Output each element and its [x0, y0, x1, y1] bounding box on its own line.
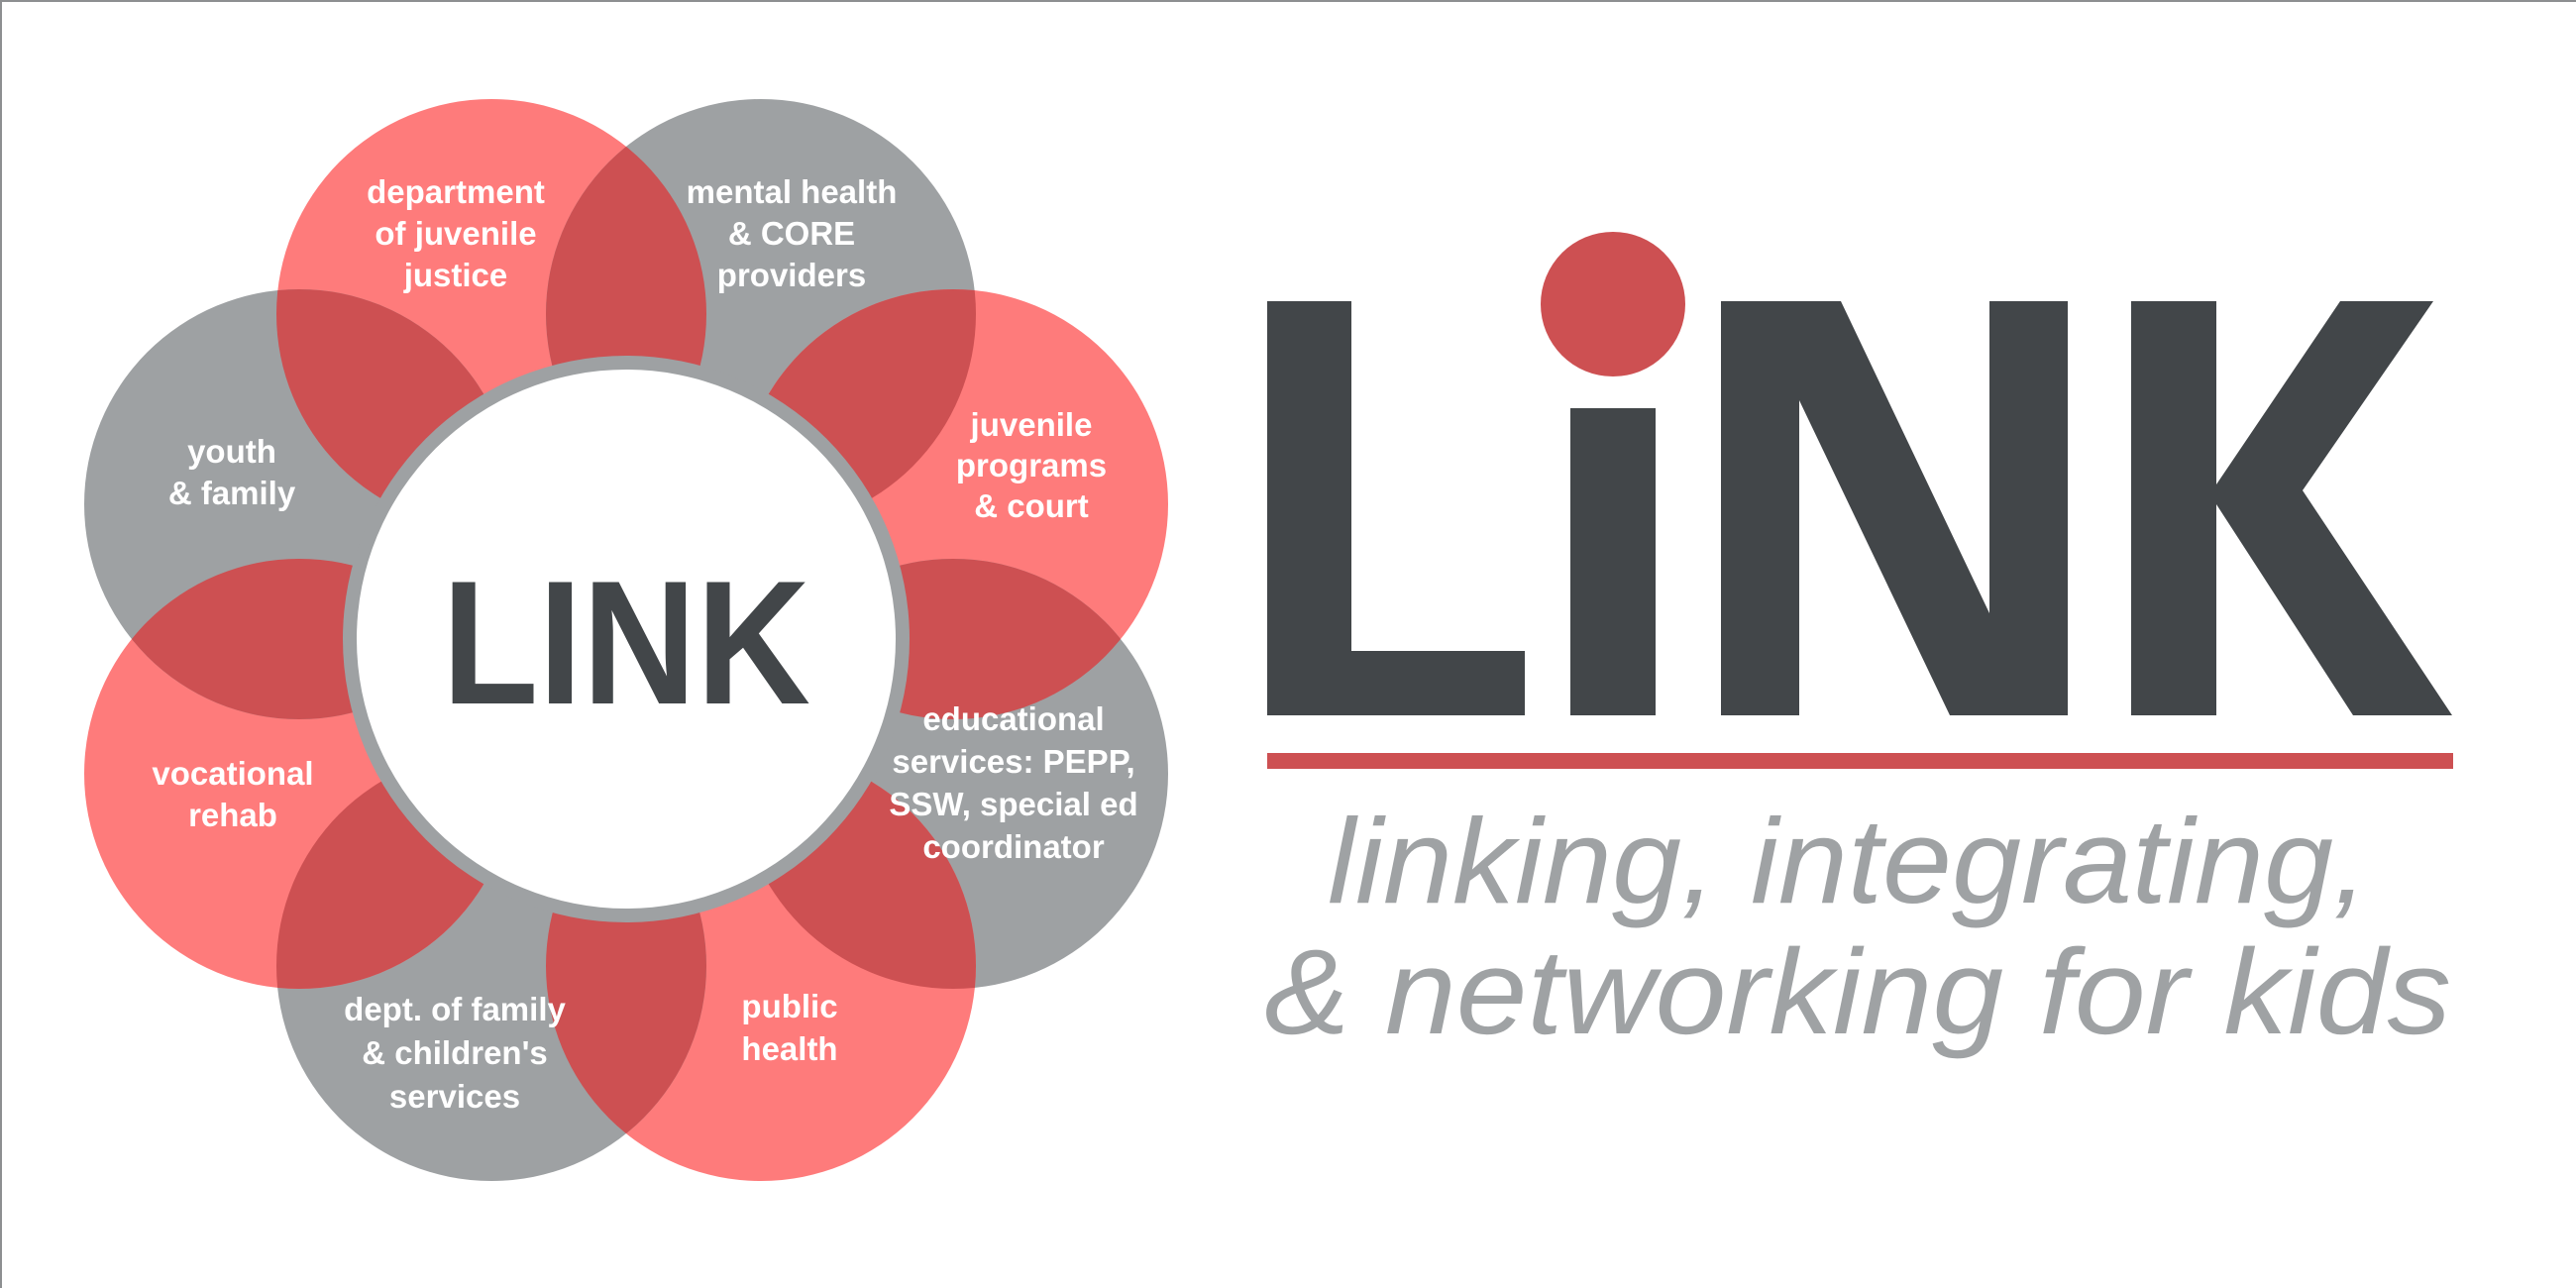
label-educational: educational services: PEPP, SSW, special…: [889, 700, 1137, 865]
tagline-line-1: linking, integrating,: [1328, 794, 2368, 928]
svg-text:mental health: mental health: [687, 173, 898, 210]
svg-text:educational: educational: [922, 700, 1104, 737]
letter-i-dot: [1541, 232, 1685, 376]
svg-text:dept. of family: dept. of family: [344, 991, 566, 1027]
svg-text:justice: justice: [403, 257, 508, 293]
label-youth-family: youth & family: [168, 433, 296, 511]
label-mental-health: mental health & CORE providers: [687, 173, 898, 293]
wordmark-underline: [1267, 753, 2453, 769]
svg-text:& court: & court: [974, 487, 1089, 524]
svg-text:juvenile: juvenile: [970, 406, 1093, 443]
label-djj: department of juvenile justice: [367, 173, 545, 293]
letter-l: [1267, 301, 1525, 715]
svg-text:youth: youth: [187, 433, 276, 470]
wordmark-letters: [1267, 301, 2452, 715]
letter-n: [1721, 301, 2068, 715]
center-circle: [357, 370, 896, 909]
svg-text:& family: & family: [168, 475, 296, 511]
svg-text:programs: programs: [956, 447, 1107, 483]
svg-text:SSW, special ed: SSW, special ed: [889, 786, 1137, 822]
svg-text:& children's: & children's: [362, 1034, 548, 1071]
svg-text:public: public: [741, 988, 837, 1024]
center-link-label: LINK: [442, 544, 810, 741]
svg-text:services: PEPP,: services: PEPP,: [892, 743, 1134, 780]
label-dfcs: dept. of family & children's services: [344, 991, 566, 1115]
label-vocational: vocational rehab: [152, 755, 313, 833]
link-petal-diagram: LINK department of juvenile justice ment…: [84, 99, 1168, 1181]
svg-text:health: health: [741, 1030, 837, 1067]
letter-k: [2131, 301, 2452, 715]
tagline-line-2: & networking for kids: [1264, 924, 2451, 1059]
label-public-health: public health: [741, 988, 837, 1067]
svg-text:coordinator: coordinator: [922, 828, 1104, 865]
svg-text:department: department: [367, 173, 545, 210]
svg-text:of juvenile: of juvenile: [375, 215, 536, 252]
svg-text:vocational: vocational: [152, 755, 313, 792]
label-juvenile-programs: juvenile programs & court: [956, 406, 1107, 524]
svg-text:& CORE: & CORE: [728, 215, 855, 252]
letter-i-stem: [1570, 408, 1656, 715]
svg-text:services: services: [389, 1078, 520, 1115]
svg-text:rehab: rehab: [188, 797, 277, 833]
svg-text:providers: providers: [717, 257, 866, 293]
